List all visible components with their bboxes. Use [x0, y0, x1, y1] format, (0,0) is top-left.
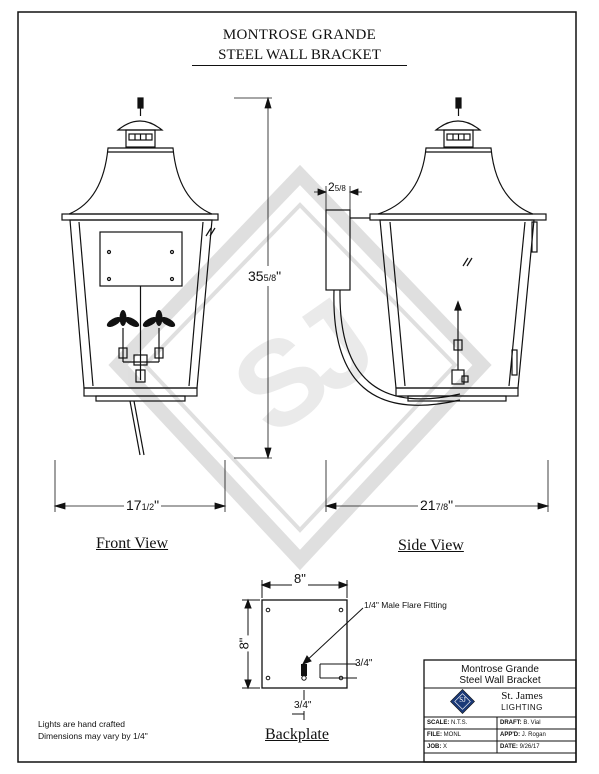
appd-field: APP'D: J. Rogan: [500, 732, 546, 738]
drawing-title-line2: STEEL WALL BRACKET: [192, 47, 407, 66]
drawing-title-line1: MONTROSE GRANDE: [222, 27, 377, 43]
side-width-dimension: 217/8": [418, 497, 456, 513]
height-whole: 35: [248, 268, 264, 284]
date-label: DATE:: [500, 744, 518, 750]
arm-width-fraction: 5/8: [334, 184, 346, 193]
product-line1: Montrose Grande: [461, 664, 539, 675]
appd-value: J. Rogan: [521, 732, 546, 738]
side-width-whole: 21: [420, 497, 436, 513]
side-view-label: Side View: [398, 537, 464, 554]
company-logo-text: SJ: [459, 696, 466, 704]
arm-width-whole: 2: [328, 180, 335, 194]
scale-label: SCALE:: [427, 720, 450, 726]
date-field: DATE: 9/26/17: [500, 744, 540, 750]
backplate-label: Backplate: [265, 726, 329, 743]
watermark-diamond-outer: [108, 164, 492, 571]
height-dimension: 355/8": [248, 266, 282, 286]
fitting-callout: 1/4" Male Flare Fitting: [364, 600, 447, 610]
file-value: MONL: [443, 732, 462, 738]
flare-fitting: [301, 664, 307, 676]
company-name: St. James LIGHTING: [482, 690, 562, 713]
job-label: JOB:: [427, 744, 442, 750]
watermark: [108, 164, 492, 571]
side-width-fraction: 7/8: [435, 502, 449, 512]
backplate-drawing: [242, 580, 364, 720]
watermark-diamond-inner: [142, 202, 458, 533]
front-width-fraction: 1/2: [141, 502, 155, 512]
backplate-width-dim: 8": [292, 571, 308, 586]
sheet-border: [17, 11, 577, 763]
front-view-lantern: [61, 97, 219, 456]
file-label: FILE:: [427, 732, 442, 738]
note-line1: Lights are hand crafted: [38, 719, 125, 729]
title-block-product: Montrose Grande Steel Wall Bracket: [424, 664, 576, 686]
fitting-offset-dim: 3/4": [355, 658, 373, 669]
scale-value: N.T.S.: [451, 720, 468, 726]
title-block-frame: [423, 659, 577, 763]
front-view-label: Front View: [96, 535, 169, 552]
date-value: 9/26/17: [519, 744, 540, 750]
draft-field: DRAFT: B. Vial: [500, 720, 541, 726]
company-title: St. James: [501, 690, 543, 702]
side-view-lantern: [325, 97, 547, 406]
product-line2: Steel Wall Bracket: [459, 675, 541, 686]
fitting-bottom-dim: 3/4": [292, 700, 314, 711]
height-fraction: 5/8: [263, 273, 277, 283]
draft-label: DRAFT:: [500, 720, 522, 726]
arm-width-dimension: 25/8: [328, 180, 346, 194]
note-line2: Dimensions may vary by 1/4": [38, 731, 148, 741]
job-field: JOB: X: [427, 744, 447, 750]
front-width-whole: 17: [126, 497, 142, 513]
notes: Lights are hand crafted Dimensions may v…: [38, 718, 148, 742]
scale-field: SCALE: N.T.S.: [427, 720, 467, 726]
appd-label: APP'D:: [500, 732, 521, 738]
job-value: X: [443, 744, 448, 750]
company-subtitle: LIGHTING: [501, 703, 543, 712]
draft-value: B. Vial: [523, 720, 541, 726]
front-width-dimension: 171/2": [124, 497, 162, 513]
backplate-height-dim: 8": [236, 635, 252, 652]
backplate-outline: [261, 599, 348, 689]
file-field: FILE: MONL: [427, 732, 461, 738]
company-logo-diamond: [450, 689, 475, 714]
